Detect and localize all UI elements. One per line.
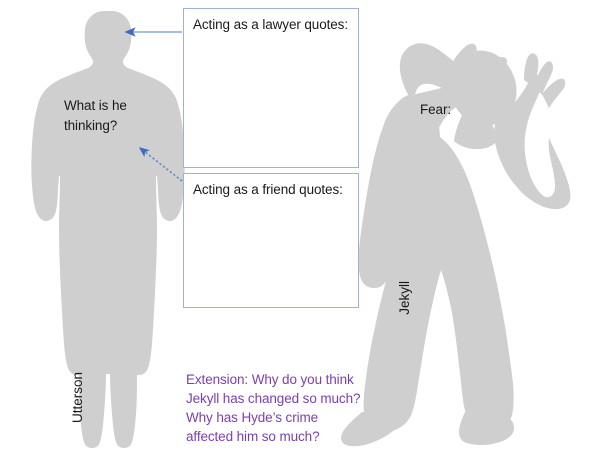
fear-label: Fear: [420, 102, 452, 117]
acting-as-friend-quotes-box[interactable]: Acting as a friend quotes: [183, 173, 359, 308]
utterson-name-label: Utterson [70, 372, 85, 424]
jekyll-name-label: Jekyll [397, 281, 412, 315]
what-is-he-thinking-label: What is he thinking? [64, 98, 127, 133]
acting-as-friend-quotes-label: Acting as a friend quotes: [193, 182, 343, 197]
acting-as-lawyer-quotes-label: Acting as a lawyer quotes: [193, 17, 348, 32]
extension-question-text: Extension: Why do you think Jekyll has c… [186, 372, 361, 445]
acting-as-lawyer-quotes-box[interactable]: Acting as a lawyer quotes: [183, 8, 359, 168]
friend-to-body-connector [138, 147, 183, 182]
